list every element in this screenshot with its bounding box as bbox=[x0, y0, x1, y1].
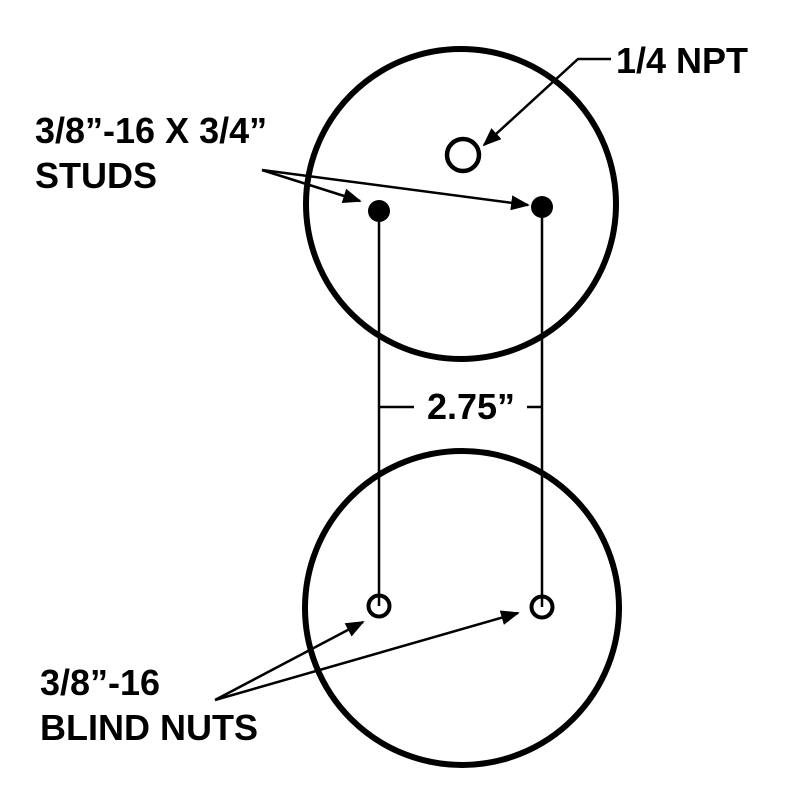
blind-nuts-leader-arrow-right bbox=[214, 610, 520, 702]
studs-label-line2: STUDS bbox=[35, 155, 157, 196]
blind-nuts-leader-arrow-left bbox=[214, 620, 365, 702]
blind-nut-right-circle bbox=[529, 594, 555, 620]
blind-nuts-label-line1: 3/8”-16 bbox=[40, 662, 160, 703]
blind-nuts-label-line2: BLIND NUTS bbox=[40, 707, 258, 748]
bottom-plate-circle bbox=[302, 448, 622, 768]
studs-leader-arrow-left bbox=[261, 168, 362, 204]
studs-label-line1: 3/8”-16 X 3/4” bbox=[35, 110, 267, 151]
blind-nut-left-circle bbox=[366, 593, 392, 619]
npt-leader-arrow bbox=[482, 57, 611, 147]
npt-label: 1/4 NPT bbox=[616, 40, 748, 81]
npt-port-circle bbox=[444, 136, 482, 174]
studs-leader-arrow-right bbox=[261, 168, 530, 211]
dimension-label: 2.75” bbox=[427, 386, 515, 427]
top-plate-circle bbox=[303, 46, 619, 362]
